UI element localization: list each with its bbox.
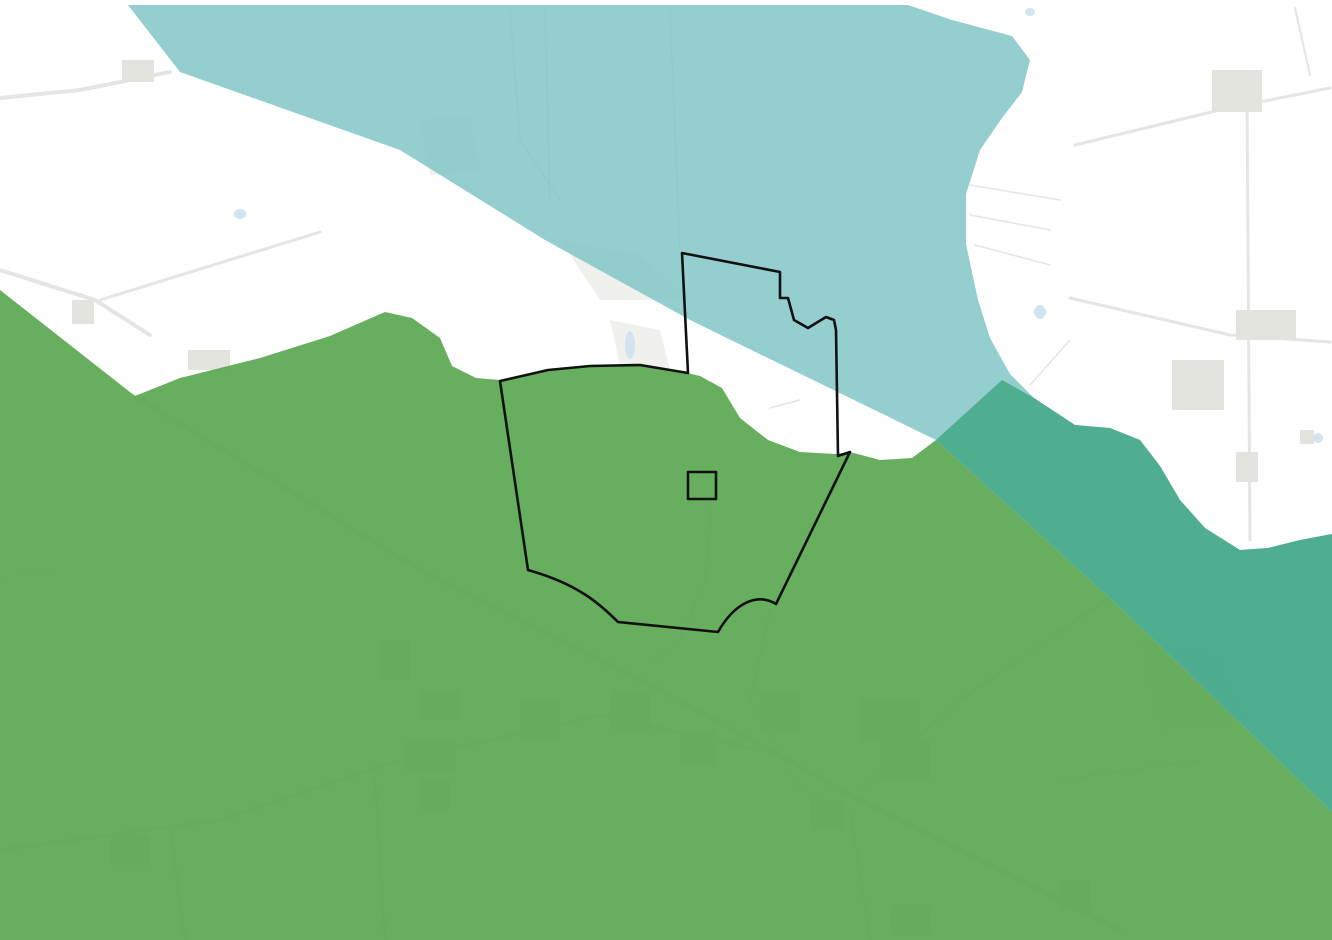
building xyxy=(1236,452,1258,482)
building xyxy=(1212,70,1262,112)
overlay-layers xyxy=(0,5,1332,940)
road xyxy=(98,230,322,302)
pond xyxy=(234,209,246,219)
site-boundary[interactable] xyxy=(498,251,852,634)
pond xyxy=(625,331,635,359)
overlap-zone[interactable] xyxy=(936,380,1332,812)
pond xyxy=(1025,8,1035,16)
green-zone[interactable] xyxy=(0,290,1332,940)
building xyxy=(72,300,94,324)
road xyxy=(769,399,801,409)
building xyxy=(1300,430,1314,444)
road xyxy=(1068,296,1332,344)
pond xyxy=(1034,305,1046,319)
basemap-water xyxy=(234,8,1323,443)
road xyxy=(1029,339,1071,386)
field-patch xyxy=(610,320,670,370)
site-boundary-outline[interactable] xyxy=(498,251,852,634)
road xyxy=(0,268,152,337)
road xyxy=(969,184,1061,201)
blue-zone[interactable] xyxy=(128,5,1332,812)
pond xyxy=(1313,433,1323,443)
road xyxy=(1294,7,1311,76)
building xyxy=(122,60,154,82)
building xyxy=(1236,310,1296,340)
road xyxy=(974,244,1051,266)
road xyxy=(969,214,1051,231)
building xyxy=(1172,360,1224,410)
inner-plot-outline[interactable] xyxy=(686,470,718,501)
building xyxy=(188,350,230,370)
